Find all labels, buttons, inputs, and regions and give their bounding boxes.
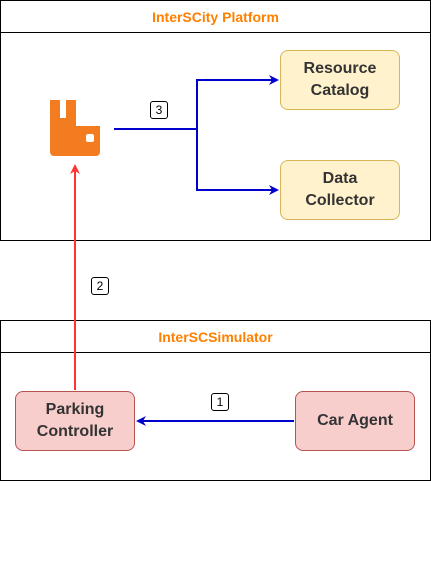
step-2-badge: 2 — [91, 277, 109, 295]
data-collector-node[interactable]: Data Collector — [280, 160, 400, 220]
step-1-badge: 1 — [211, 393, 229, 411]
parking-controller-node[interactable]: Parking Controller — [15, 391, 135, 451]
car-agent-node[interactable]: Car Agent — [295, 391, 415, 451]
rabbitmq-icon[interactable] — [50, 100, 100, 156]
interscsimulator-title: InterSCSimulator — [1, 321, 430, 353]
edge-broker-to-platform — [114, 75, 279, 195]
interscity-platform-title: InterSCity Platform — [1, 1, 430, 33]
step-3-badge: 3 — [150, 101, 168, 119]
resource-catalog-node[interactable]: Resource Catalog — [280, 50, 400, 110]
